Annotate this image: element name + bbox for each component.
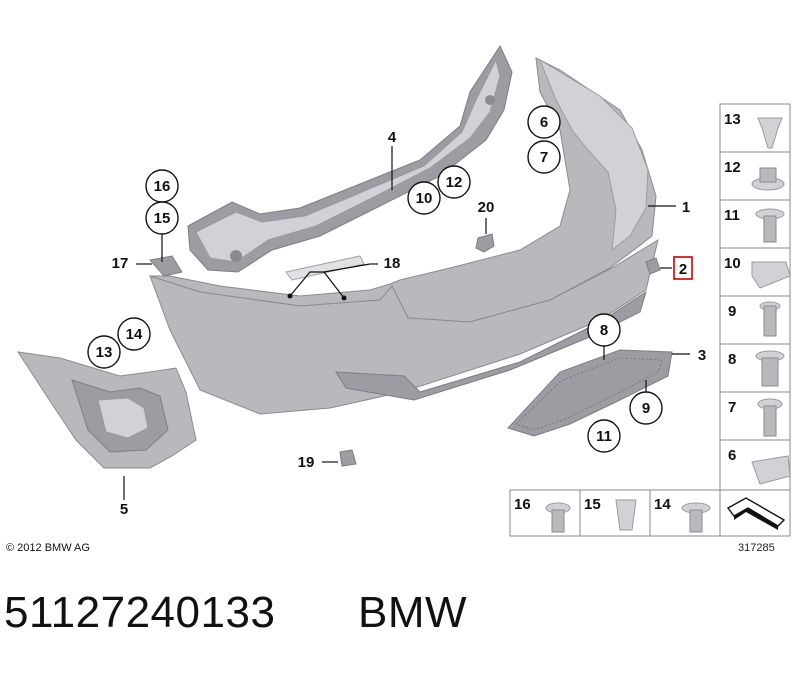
diagram-number: 317285	[738, 542, 775, 554]
svg-text:7: 7	[540, 149, 548, 166]
svg-text:8: 8	[600, 322, 608, 339]
part-1-bumper-panel	[149, 57, 659, 415]
part-number: 51127240133	[4, 588, 276, 637]
fastener-9-icon	[759, 301, 781, 337]
bottom-label-14: 14	[654, 496, 671, 513]
side-label-11: 11	[724, 207, 740, 224]
svg-text:16: 16	[154, 178, 171, 195]
label-4: 4	[388, 129, 397, 146]
brand-name: BMW	[358, 588, 468, 637]
callout-13: 13	[87, 335, 121, 369]
callout-11: 11	[587, 419, 621, 453]
fastener-16-icon	[545, 502, 571, 533]
bottom-label-15: 15	[584, 496, 601, 513]
callouts: 16 15 6 7 12 10 14 13 8 9 11	[87, 105, 663, 453]
svg-text:11: 11	[596, 428, 612, 445]
callout-2-highlighted[interactable]: 2	[673, 256, 693, 280]
copyright-text: © 2012 BMW AG	[6, 542, 90, 554]
side-label-10: 10	[724, 255, 741, 272]
label-18: 18	[384, 255, 401, 272]
callout-6: 6	[527, 105, 561, 139]
callout-7: 7	[527, 140, 561, 174]
part-17-trim	[149, 255, 183, 277]
callout-9: 9	[629, 391, 663, 425]
svg-text:9: 9	[642, 400, 650, 417]
svg-text:13: 13	[96, 344, 113, 361]
bracket-symbol-icon	[726, 497, 786, 530]
fastener-8-icon	[755, 350, 785, 387]
fastener-12-icon	[751, 167, 785, 191]
fastener-6-icon	[751, 455, 791, 485]
bottom-fastener-panel: 16 15 14	[509, 489, 791, 537]
side-fastener-panel: 13 12 11 10 9 8 7 6	[719, 103, 791, 491]
callout-14: 14	[117, 317, 151, 351]
label-1: 1	[682, 199, 690, 216]
side-label-12: 12	[724, 159, 741, 176]
callout-16: 16	[145, 169, 179, 203]
part-19-nut	[339, 449, 357, 467]
part-2-cap	[645, 257, 661, 275]
fastener-10-icon	[751, 261, 791, 289]
bottom-label-16: 16	[514, 496, 531, 513]
fastener-15-icon	[615, 499, 637, 531]
svg-text:14: 14	[126, 326, 143, 343]
fastener-13-icon	[757, 117, 783, 149]
side-label-6: 6	[728, 447, 736, 464]
fastener-11-icon	[755, 208, 785, 243]
callout-8: 8	[587, 313, 621, 347]
callout-12: 12	[437, 165, 471, 199]
label-20: 20	[478, 199, 495, 216]
svg-text:6: 6	[540, 114, 548, 131]
svg-text:10: 10	[416, 190, 433, 207]
svg-text:2: 2	[679, 261, 687, 278]
svg-text:15: 15	[154, 210, 171, 227]
label-5: 5	[120, 501, 128, 518]
part-4-carrier	[187, 44, 513, 273]
part-3-diffuser	[507, 349, 673, 437]
callout-10: 10	[407, 181, 441, 215]
fastener-14-icon	[681, 502, 711, 533]
part-20-clip	[475, 233, 495, 253]
fastener-7-icon	[757, 398, 783, 437]
side-label-8: 8	[728, 351, 736, 368]
part-5-bracket	[16, 351, 197, 469]
svg-text:12: 12	[446, 174, 463, 191]
callout-15: 15	[145, 201, 179, 235]
side-label-9: 9	[728, 303, 736, 320]
label-3: 3	[698, 347, 706, 364]
side-label-7: 7	[728, 399, 736, 416]
label-17: 17	[112, 255, 129, 272]
side-label-13: 13	[724, 111, 741, 128]
label-19: 19	[298, 454, 315, 471]
